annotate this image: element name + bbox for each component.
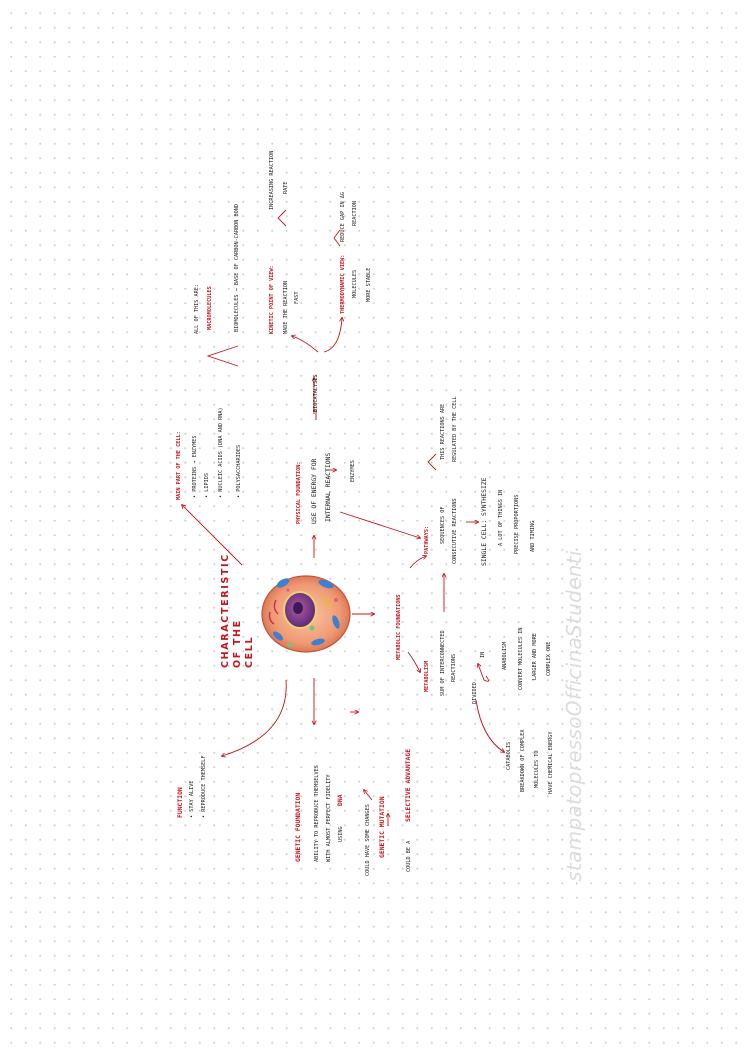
physical-heading: PHYSICAL FOUNDATION: xyxy=(296,462,302,524)
cell-illustration xyxy=(261,575,351,653)
thermo-section: THERMODYNAMIC VIEW: MOLECULES MORE STABL… xyxy=(340,192,372,314)
bracket-macromolecules xyxy=(206,345,239,367)
enzymes-label: ENZYMES xyxy=(350,460,356,482)
page-title: CHARACTERISTIC OF THE CELL xyxy=(220,553,255,668)
arrow-divided-to-anabolism xyxy=(483,675,489,682)
kinetic-section: KINETIC POINT OF VIEW: MADE THE REACTION… xyxy=(269,151,300,334)
sequences-1: SEQUENCES OF xyxy=(440,507,446,544)
sequences-2: CONSECUTIVE REACTIONS xyxy=(452,498,458,564)
thermo-line-2: MORE STABLE xyxy=(366,268,372,302)
anabolism-1: ANABOLISM xyxy=(502,642,508,670)
genetic-line-2: WITH ALMOST PERFECT FIDELITY xyxy=(326,774,332,862)
title-line-3: CELL xyxy=(244,636,255,668)
pathways-label: PATHWAYS: xyxy=(424,526,430,554)
function-section: FUNCTION • STAY ALIVE • REPRODUCE THEMSE… xyxy=(176,756,207,818)
in-label: IN xyxy=(480,652,486,658)
bracket-regulated xyxy=(427,453,437,471)
all-of-this-are: ALL OF THIS ARE: xyxy=(194,284,200,334)
arrow-to-pathways xyxy=(409,556,426,569)
main-part-item-2: • LIPIDS xyxy=(204,473,210,498)
regulated-1: THIS REACTIONS ARE xyxy=(440,404,446,460)
synthesize-2: A LOT OF THINGS IN xyxy=(498,490,504,546)
kinetic-heading: KINETIC POINT OF VIEW: xyxy=(269,265,275,334)
genetic-advantage: SELECTIVE ADVANTAGE xyxy=(404,749,412,822)
metabolic-heading: METABOLIC FOUNDATIONS xyxy=(396,594,402,660)
divided-label: DIVIDED xyxy=(472,682,478,704)
metabolism-sum-2: REACTIONS xyxy=(451,654,457,682)
synthesize-3: PRECISE PROPORTIONS xyxy=(514,495,520,554)
bracket-thermo xyxy=(333,229,341,247)
arrow-physical-to-pathways xyxy=(339,511,420,538)
kinetic-line-2: FAST xyxy=(294,292,300,305)
catabolism-2: BREAKDOWN OF COMPLEX xyxy=(520,729,526,792)
metabolism-sum-1: SUM OF INTERCONNECTED xyxy=(440,630,446,696)
genetic-changes: COULD HAVE SOME CHANGES xyxy=(365,804,371,876)
biomolecules-label: BIOMOLECULES → BASE OF CARBON-CARBON BON… xyxy=(234,204,240,332)
function-heading: FUNCTION xyxy=(176,787,184,818)
bracket-kinetic xyxy=(277,209,287,227)
catabolism-4: HAVE CHEMICAL ENERGY xyxy=(548,731,554,794)
regulated-2: REGULATED BY THE CELL xyxy=(452,396,458,462)
synthesize-1: SINGLE CELL: SYNTHESIZE xyxy=(480,477,488,566)
arrow-to-mutation xyxy=(364,790,373,801)
catabolism-3: MOLECULES TO xyxy=(534,751,540,788)
kinetic-increasing-1: INCREASING REACTION xyxy=(269,151,275,210)
main-part-heading: MAIN PART OF THE CELL: xyxy=(176,431,182,500)
physical-line-1: USE OF ENERGY FOR xyxy=(310,458,318,524)
synthesize-4: AND TIMING xyxy=(530,521,536,552)
metabolism-label: METABOLISM xyxy=(424,661,430,692)
title-line-1: CHARACTERISTIC xyxy=(220,553,231,668)
main-part-section: MAIN PART OF THE CELL: • PROTEINS → ENZY… xyxy=(176,204,242,500)
genetic-dna: DNA xyxy=(336,794,344,806)
genetic-could-be: COULD BE A xyxy=(406,840,412,872)
biocatalysis-label: BIOCATALYSIS xyxy=(313,375,319,412)
main-part-item-3: • NUCLEIC ACIDS (DNA AND RNA) xyxy=(218,407,224,498)
arrow-to-anabolism xyxy=(478,664,485,681)
kinetic-increasing-2: RATE xyxy=(283,182,289,195)
function-item-2: • REPRODUCE THEMSELF xyxy=(201,756,207,818)
genetic-line-3: USING xyxy=(338,826,344,842)
thermo-heading: THERMODYNAMIC VIEW: xyxy=(340,255,346,314)
metabolic-section: METABOLIC FOUNDATIONS METABOLISM SUM OF … xyxy=(396,396,554,794)
genetic-mutation: GENETIC MUTATION xyxy=(378,796,386,858)
main-part-item-1: • PROTEINS → ENZYMES xyxy=(192,436,198,498)
arrow-to-metabolism xyxy=(407,651,420,672)
arrow-to-main-part xyxy=(182,505,243,566)
genetic-line-1: ABILITY TO REPRODUCE THEMSELVES xyxy=(314,765,320,862)
anabolism-4: COMPLEX ONE xyxy=(546,642,552,676)
arrow-to-thermo xyxy=(323,318,342,353)
physical-line-2: INTERNAL REACTIONS xyxy=(324,453,332,522)
title-line-2: OF THE xyxy=(232,619,243,668)
macromolecules-label: MACROMOLECULES xyxy=(207,286,213,330)
arrow-to-function xyxy=(222,679,287,756)
main-part-item-4: • POLYSACCHARIDES xyxy=(236,445,242,498)
thermo-line-1: MOLECULES xyxy=(352,270,358,298)
thermo-reduce-2: REACTION xyxy=(352,201,358,226)
thermo-reduce-1: REDUCE GAP IN ΔG xyxy=(340,192,346,242)
arrow-to-kinetic xyxy=(292,336,319,353)
arrow-to-catabolism xyxy=(475,699,504,752)
genetic-heading: GENETIC FOUNDATION xyxy=(294,793,302,862)
anabolism-3: LARGER AND MORE xyxy=(532,633,538,680)
kinetic-line-1: MADE THE REACTION xyxy=(283,281,289,334)
function-item-1: • STAY ALIVE xyxy=(189,781,195,818)
physical-section: PHYSICAL FOUNDATION: USE OF ENERGY FOR I… xyxy=(296,375,356,524)
anabolism-2: CONVERT MOLECULES IN xyxy=(518,628,524,690)
genetic-section: GENETIC FOUNDATION ABILITY TO REPRODUCE … xyxy=(294,749,412,876)
catabolism-1: CATABOLIS xyxy=(506,742,512,770)
